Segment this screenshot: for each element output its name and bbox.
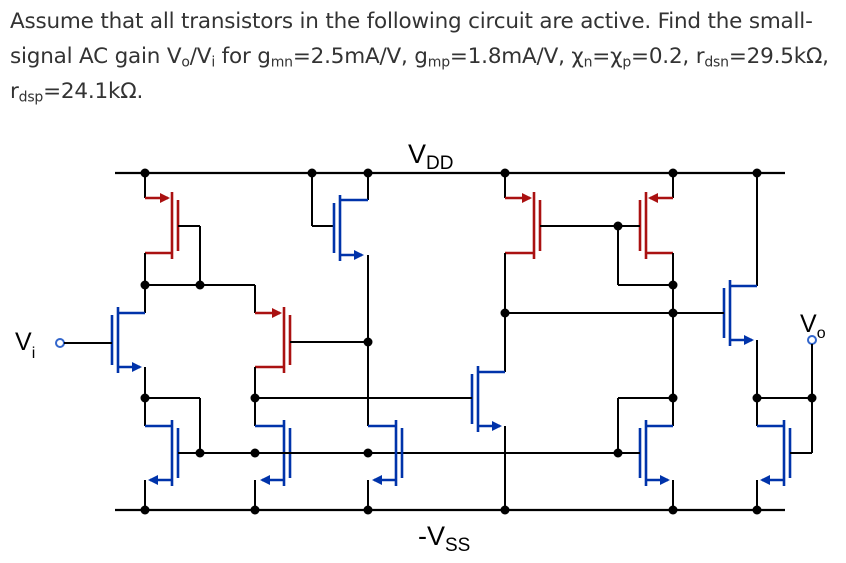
vo-label: Vo [800,310,826,342]
vi-terminal [55,338,65,348]
problem-line-2: signal AC gain Vo/Vi for gmn=2.5mA/V, gm… [10,44,829,71]
vss-label: -VSS [418,521,470,556]
pmos-m4 [254,307,368,398]
nmos-m13 [756,398,813,510]
nmos-m9 [470,366,506,510]
problem-line-3: rdsp=24.1kΩ. [10,79,144,106]
vdd-label: VDD [408,139,453,174]
nmos-m12 [722,173,758,426]
nmos-m3 [144,397,201,510]
problem-statement: Assume that all transistors in the follo… [10,4,840,109]
pmos-m1 [144,173,201,285]
pmos-m10 [617,173,674,398]
nmos-m2 [108,285,146,398]
nmos-m7 [367,420,404,510]
nmos-m6 [311,173,369,426]
problem-line-1: Assume that all transistors in the follo… [10,9,813,34]
vi-label: Vi [15,328,35,362]
vo-terminal [807,335,817,345]
nmos-m11 [617,397,674,510]
junction-dots [140,168,817,515]
pmos-m8 [504,173,618,372]
